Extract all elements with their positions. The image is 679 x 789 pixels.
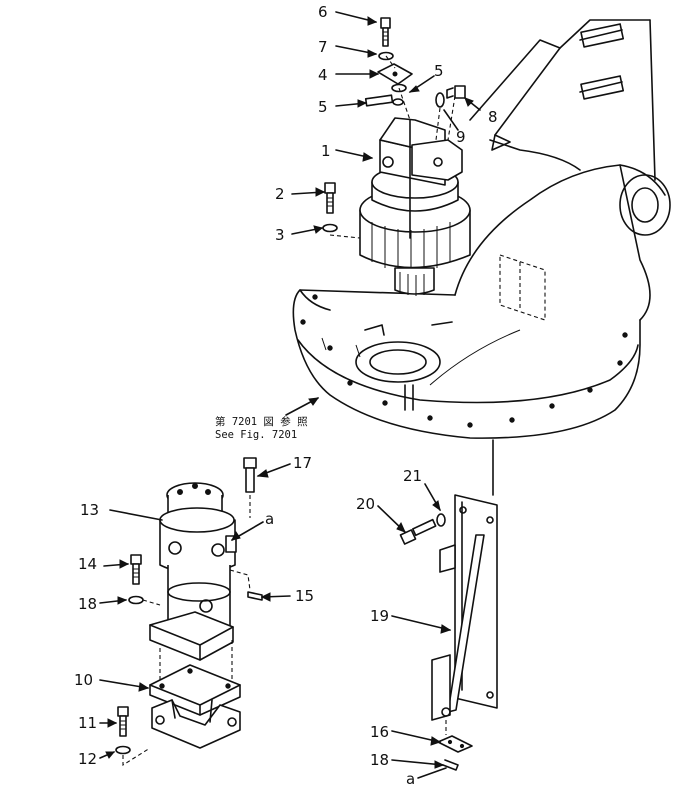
callout-19: 19 <box>370 607 389 625</box>
lock-plate <box>437 720 473 771</box>
motor-mounting-bolt <box>322 182 361 239</box>
callout-a-lower: a <box>406 770 415 788</box>
callout-14: 14 <box>78 555 97 573</box>
callout-13: 13 <box>80 501 99 519</box>
callout-20: 20 <box>356 495 375 513</box>
swing-motor-assembly <box>359 117 471 296</box>
reference-note: 第 7201 図 参 照 See Fig. 7201 <box>215 415 308 441</box>
callout-10: 10 <box>74 671 93 689</box>
callout-a-upper: a <box>265 510 274 528</box>
swivel-bracket <box>149 664 241 749</box>
motor-cover-parts <box>364 17 466 141</box>
callout-11: 11 <box>78 714 97 732</box>
callout-9: 9 <box>456 128 466 146</box>
callout-1: 1 <box>321 142 331 160</box>
callout-7: 7 <box>318 38 328 56</box>
swivel-lock-bolt <box>243 457 257 518</box>
callout-5-lower: 5 <box>318 98 328 116</box>
callout-18-lower: 18 <box>370 751 389 769</box>
callout-3: 3 <box>275 226 285 244</box>
reference-note-japanese: 第 7201 図 参 照 <box>215 415 308 428</box>
swivel-joint-assembly <box>149 482 237 690</box>
callout-17: 17 <box>293 454 312 472</box>
lock-lever-assembly <box>431 439 498 721</box>
callout-15: 18 <box>78 595 97 613</box>
lever-bolt <box>399 513 446 545</box>
swivel-mounting-bolt <box>128 554 161 606</box>
callout-18-upper: 15 <box>295 587 314 605</box>
callout-12: 12 <box>78 750 97 768</box>
callout-4: 4 <box>318 66 328 84</box>
revolving-frame <box>292 19 671 439</box>
callout-labels: 6 7 4 5 5 8 9 1 2 3 17 13 a 14 18 15 10 … <box>74 3 498 788</box>
reference-note-english: See Fig. 7201 <box>215 429 297 441</box>
callout-8: 8 <box>488 108 498 126</box>
bracket-mounting-bolt <box>115 706 151 766</box>
callout-2: 2 <box>275 185 285 203</box>
callout-6: 6 <box>318 3 328 21</box>
callout-16: 16 <box>370 723 389 741</box>
callout-arrowheads <box>105 16 474 769</box>
lock-pin <box>229 569 263 601</box>
callout-21: 21 <box>403 467 422 485</box>
callout-5-upper: 5 <box>434 62 444 80</box>
